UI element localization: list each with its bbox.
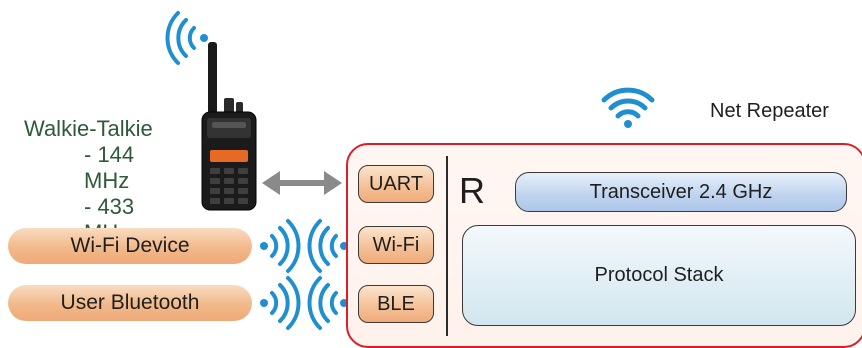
walkie-freq-144: - 144 MHz [84, 142, 135, 193]
r-label: R [459, 170, 485, 211]
transceiver-box: Transceiver 2.4 GHz [515, 172, 847, 212]
net-repeater-label: Net Repeater [710, 100, 829, 122]
walkie-talkie-label: Walkie-Talkie - 144 MHz - 433 MHz [8, 116, 178, 246]
wifi-port-wave-icon [307, 219, 348, 273]
diagram-graphics [165, 11, 655, 330]
user-bluetooth-pill: User Bluetooth [8, 285, 252, 321]
wifi-port: Wi-Fi [358, 226, 434, 264]
bidirectional-arrow-icon [262, 171, 342, 195]
ble-port: BLE [358, 285, 434, 323]
wifi-device-pill: Wi-Fi Device [8, 228, 252, 264]
walkie-talkie-icon [201, 42, 257, 211]
bluetooth-device-wave-icon [260, 276, 301, 330]
ble-port-wave-icon [307, 276, 348, 330]
uart-port: UART [358, 165, 434, 203]
protocol-stack-box: Protocol Stack [462, 225, 856, 326]
wifi-icon [601, 87, 655, 128]
walkie-wave-icon [165, 11, 208, 65]
wifi-device-wave-icon [260, 219, 301, 273]
port-divider [446, 156, 448, 336]
walkie-talkie-title: Walkie-Talkie [24, 116, 153, 141]
